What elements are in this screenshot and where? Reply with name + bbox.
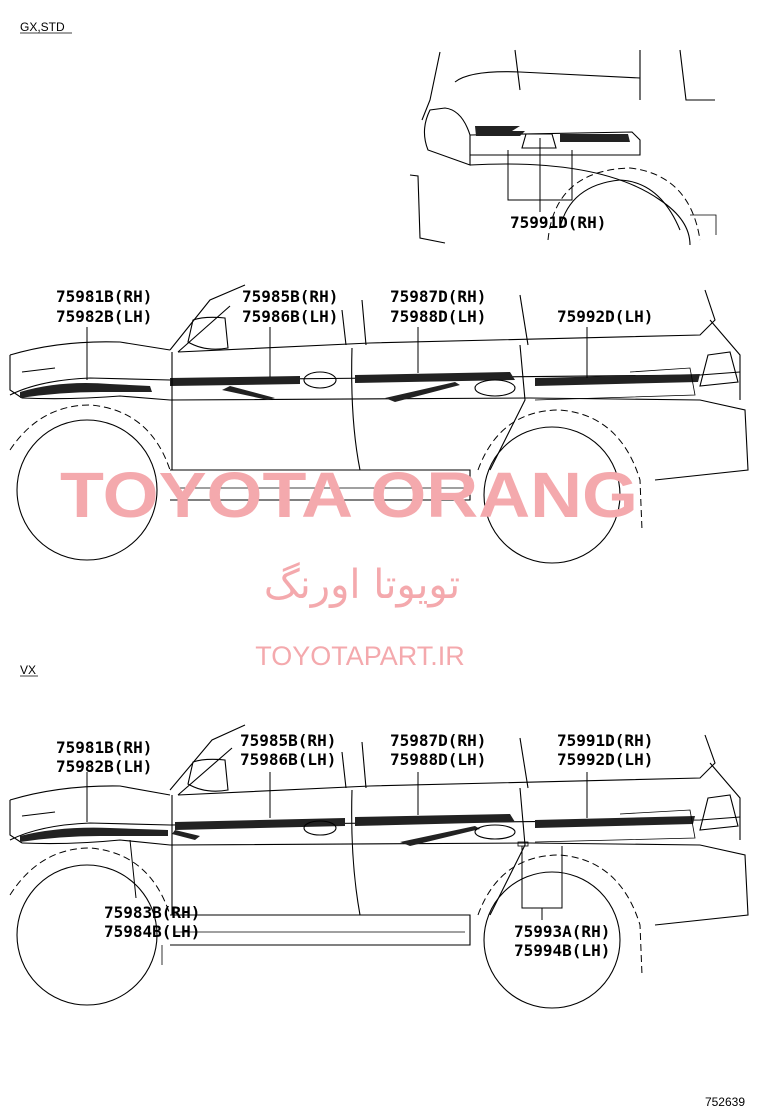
rear-quarter-view (409, 49, 717, 246)
section-header-vx: VX (20, 663, 36, 677)
label-75987d-rh-gx: 75987D(RH) (390, 287, 486, 306)
label-75991d-rh-rear: 75991D(RH) (510, 213, 606, 232)
watermark-persian: تویوتا اورنگ (264, 562, 460, 608)
label-75982b-lh-gx: 75982B(LH) (56, 307, 152, 326)
illustration-code: 752639 (705, 1095, 745, 1109)
gx-std-side-view (9, 284, 749, 564)
label-75983b-rh-vx: 75983B(RH) (104, 903, 200, 922)
label-75987d-rh-vx: 75987D(RH) (390, 731, 486, 750)
vx-side-view (9, 724, 749, 1009)
label-75982b-lh-vx: 75982B(LH) (56, 757, 152, 776)
label-75988d-lh-vx: 75988D(LH) (390, 750, 486, 769)
label-75991d-rh-vx: 75991D(RH) (557, 731, 653, 750)
label-75981b-rh-gx: 75981B(RH) (56, 287, 152, 306)
label-75993a-rh-vx: 75993A(RH) (514, 922, 610, 941)
label-75984b-lh-vx: 75984B(LH) (104, 922, 200, 941)
label-75985b-rh-vx: 75985B(RH) (240, 731, 336, 750)
label-75986b-lh-gx: 75986B(LH) (242, 307, 338, 326)
label-75992d-lh-vx: 75992D(LH) (557, 750, 653, 769)
label-75985b-rh-gx: 75985B(RH) (242, 287, 338, 306)
label-75992d-lh-gx: 75992D(LH) (557, 307, 653, 326)
label-75981b-rh-vx: 75981B(RH) (56, 738, 152, 757)
label-75994b-lh-vx: 75994B(LH) (514, 941, 610, 960)
label-75986b-lh-vx: 75986B(LH) (240, 750, 336, 769)
watermark-url: TOYOTAPART.IR (255, 641, 465, 671)
watermark-brand: TOYOTA ORANG (60, 459, 638, 531)
section-header-gx-std: GX,STD (20, 20, 65, 34)
label-75988d-lh-gx: 75988D(LH) (390, 307, 486, 326)
